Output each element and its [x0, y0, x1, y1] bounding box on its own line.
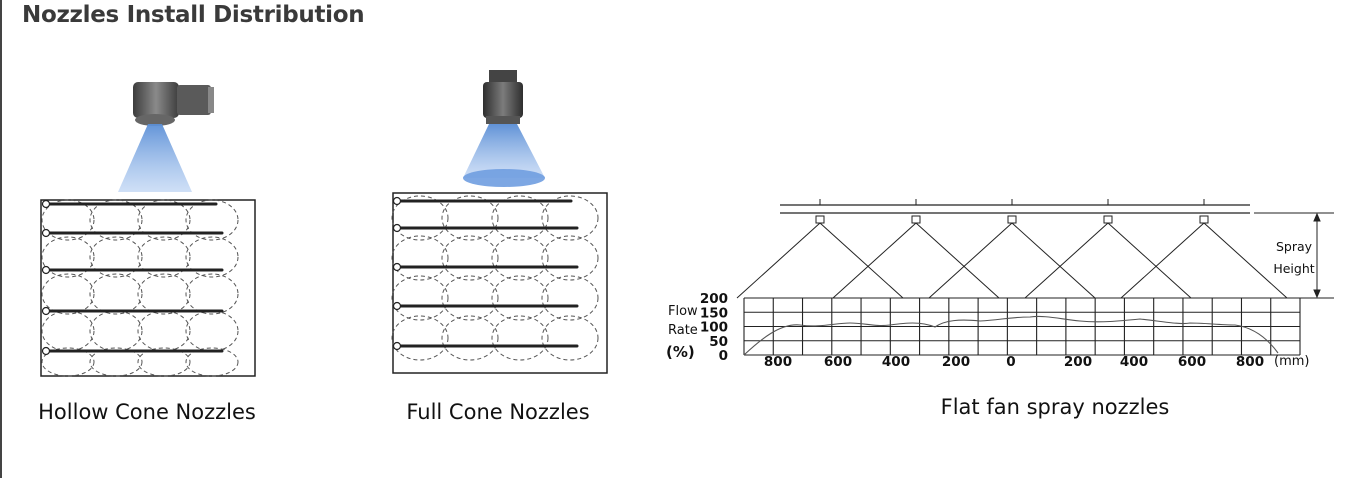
hollow-cone-nozzle-illustration: [40, 82, 256, 377]
full-spray-grid: [391, 192, 608, 374]
flat-fan-nozzle: [1024, 199, 1192, 299]
x-tick-label: 200: [1064, 354, 1092, 370]
y-axis-label-flow: Flow: [668, 304, 698, 319]
hollow-cone-caption: Hollow Cone Nozzles: [38, 400, 256, 424]
y-tick-label: 100: [700, 320, 728, 336]
y-tick-label: 0: [719, 348, 728, 364]
x-tick-label: 400: [882, 354, 910, 370]
spray-height-dimension: [1254, 212, 1334, 299]
left-border-line: [0, 0, 2, 478]
x-tick-label: 800: [1236, 354, 1264, 370]
y-tick-label: 200: [700, 291, 728, 307]
x-tick-label: 200: [942, 354, 970, 370]
y-axis-label-unit: (%): [666, 343, 695, 361]
full-cone-nozzle-illustration: [391, 70, 608, 374]
hollow-spray-grid: [40, 199, 256, 377]
x-tick-label: 600: [1178, 354, 1206, 370]
flat-fan-nozzle: [832, 199, 1000, 299]
y-axis-label-rate: Rate: [668, 323, 698, 338]
full-spray-cone: [463, 124, 545, 178]
hollow-spray-cone: [118, 124, 192, 192]
flat-fan-nozzles: [736, 199, 1288, 299]
page-title: Nozzles Install Distribution: [22, 2, 365, 28]
x-tick-label: 800: [764, 354, 792, 370]
full-nozzle-body: [483, 70, 523, 124]
flat-fan-nozzle: [736, 199, 904, 299]
spray-height-label-line2: Height: [1273, 261, 1314, 276]
flat-fan-nozzle: [1120, 199, 1288, 299]
spray-height-label-line1: Spray: [1276, 239, 1313, 254]
y-tick-label: 150: [700, 305, 728, 321]
x-tick-label: 400: [1120, 354, 1148, 370]
x-tick-label: 0: [1006, 354, 1015, 370]
flat-fan-nozzle: [928, 199, 1096, 299]
y-tick-label: 50: [709, 334, 728, 350]
x-tick-labels: 800 600 400 200 0 200 400 600 800: [764, 354, 1264, 370]
header-pipes: [780, 204, 1250, 214]
hollow-nozzle-body: [133, 82, 214, 126]
full-cone-caption: Full Cone Nozzles: [406, 400, 590, 424]
x-axis-unit: (mm): [1274, 354, 1309, 369]
flow-rate-curve: [743, 315, 1279, 356]
x-tick-label: 600: [824, 354, 852, 370]
flow-rate-grid: [743, 297, 1301, 356]
flat-fan-spray-diagram: Spray Height Flow Rate (%) 200150100500 …: [666, 199, 1334, 370]
flat-fan-caption: Flat fan spray nozzles: [940, 395, 1170, 419]
